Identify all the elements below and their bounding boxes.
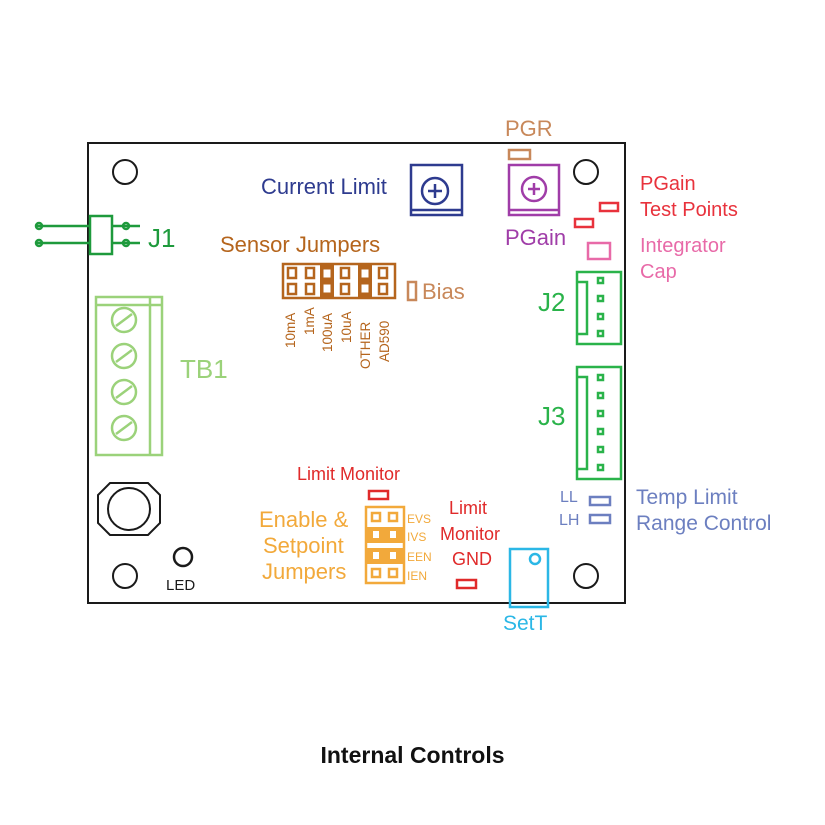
j2-connector [575,270,623,346]
sensor-option-10ua: 10uA [339,311,354,343]
limit-monitor-gnd-label-line1: Limit [449,498,488,518]
mounting-hole-top-right [573,159,599,185]
sensor-jumper-block [281,262,397,300]
led-indicator [172,546,194,568]
limit-monitor-label: Limit Monitor [297,464,401,484]
enable-option-een: EEN [407,550,432,564]
sensor-jumper-shunt-pins [323,269,369,293]
mounting-hole-bottom-left [112,563,138,589]
tb1-terminal-block [94,295,164,457]
pgain-potentiometer [507,163,561,217]
enable-option-ivs: IVS [407,530,427,544]
mounting-hole-top-left [112,159,138,185]
temp-limit-label-line2: Range Control [636,512,772,535]
sett-label: SetT [503,612,548,635]
figure-caption: Internal Controls [320,742,505,768]
limit-monitor-gnd-label-line2: Monitor [440,524,501,544]
bias-label: Bias [422,279,465,304]
limit-monitor-gnd-test-point [455,578,478,590]
j2-label: J2 [538,287,566,317]
integrator-cap-label-line1: Integrator [640,235,726,257]
sensor-option-10ma: 10mA [283,312,298,348]
enable-option-evs: EVS [407,512,432,526]
temp-limit-jumpers [588,495,612,525]
ll-label: LL [560,489,578,506]
pgain-label: PGain [505,225,567,250]
j1-connector [34,214,140,256]
mounting-hole-bottom-right [573,563,599,589]
limit-monitor-gnd-label-line3: GND [452,549,492,569]
pgain-test-points [573,201,620,229]
enable-option-ien: IEN [407,569,428,583]
j3-connector [575,365,623,481]
led-label: LED [166,577,196,594]
sensor-option-1ma: 1mA [302,307,317,335]
enable-label-line2: Setpoint [263,533,344,558]
enable-jumper-shunts [366,527,404,564]
current-limit-label: Current Limit [261,174,387,199]
temp-limit-label-line1: Temp Limit [636,486,738,509]
board-outline [87,142,626,604]
lh-label: LH [559,512,580,529]
pgr-label: PGR [505,116,553,141]
sett-potentiometer [508,547,550,609]
enable-label-line3: Jumpers [262,559,347,584]
j3-label: J3 [538,401,566,431]
bias-jumper [406,280,418,302]
tb1-label: TB1 [180,354,228,384]
pgr-resistor [507,148,532,161]
pgain-test-points-label-line2: Test Points [640,199,738,221]
enable-label-line1: Enable & [259,507,349,532]
buzzer-component [97,482,161,536]
limit-monitor-test-point [367,489,390,501]
sensor-jumpers-label: Sensor Jumpers [220,232,381,257]
sensor-option-ad590: AD590 [377,320,392,362]
enable-jumper-shunt-pins [373,531,396,559]
current-limit-potentiometer [409,163,464,217]
integrator-cap-label-line2: Cap [640,261,677,283]
pgain-test-points-label-line1: PGain [640,173,696,195]
enable-jumper-block [364,505,406,585]
sensor-option-100ua: 100uA [320,312,335,352]
integrator-cap [586,241,612,261]
j1-label: J1 [148,223,176,253]
sensor-option-other: OTHER [358,321,373,369]
